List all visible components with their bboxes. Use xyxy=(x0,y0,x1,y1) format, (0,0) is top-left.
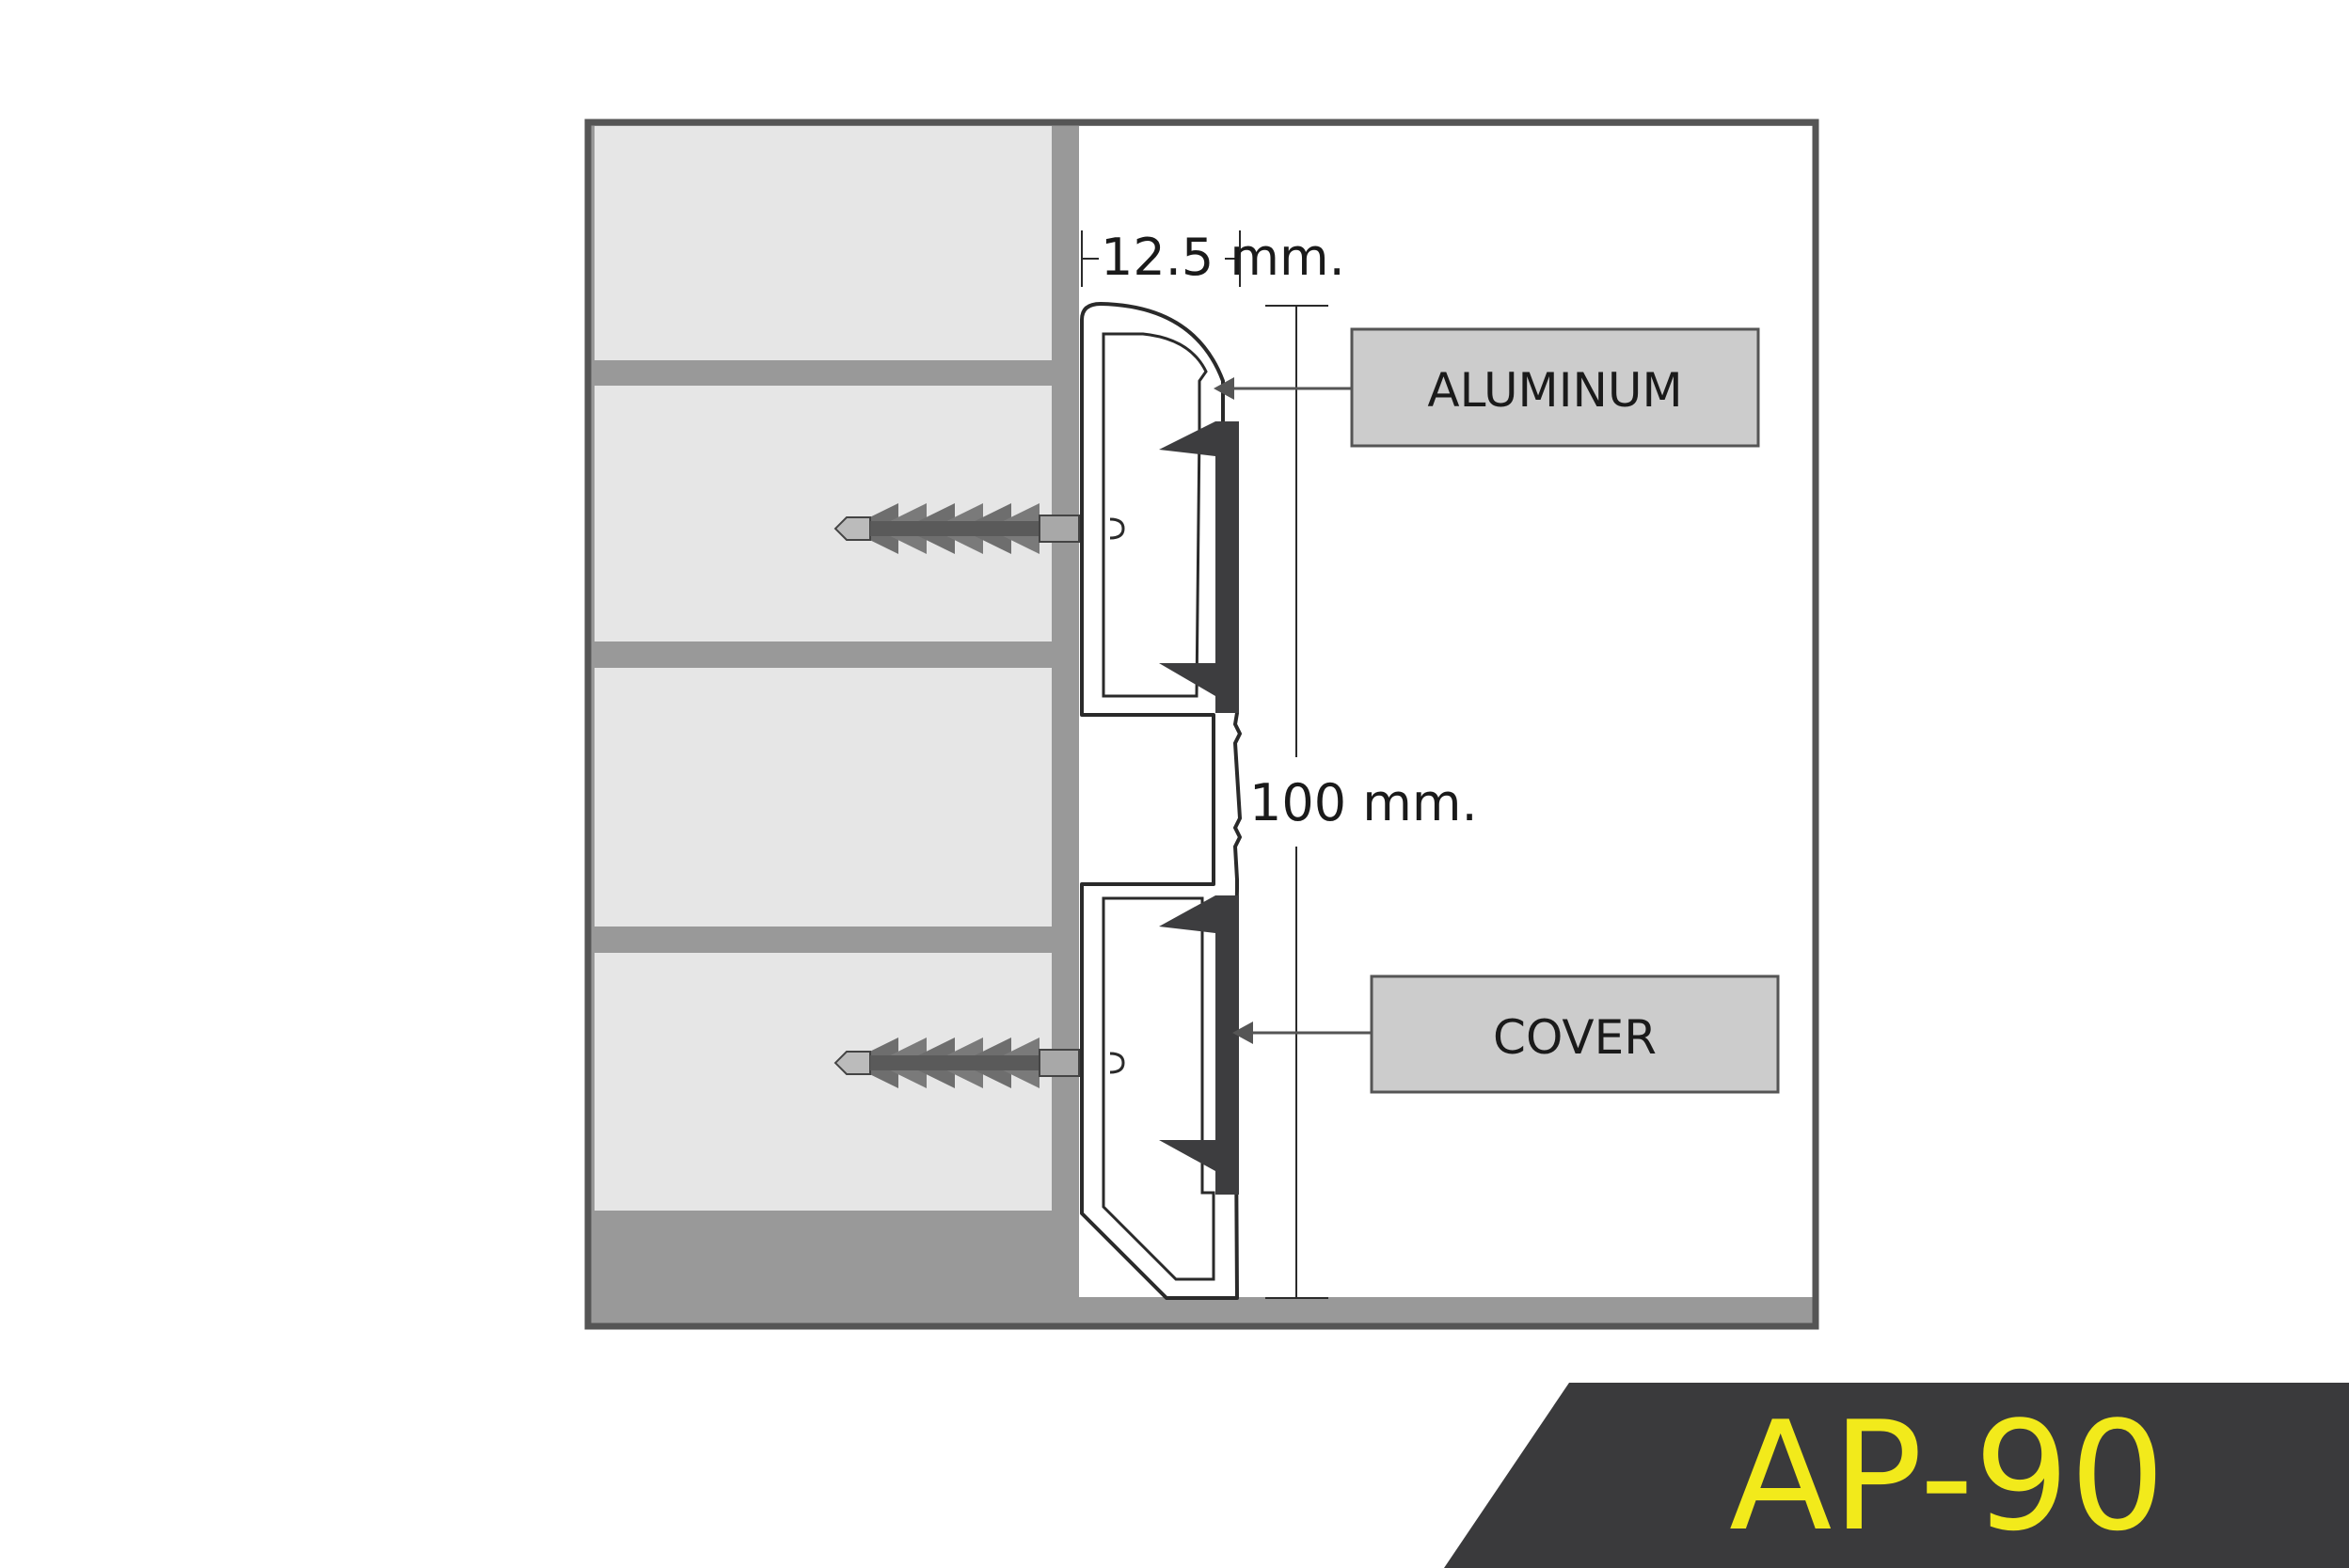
frame-border xyxy=(584,119,1819,1330)
tile-4 xyxy=(595,953,1052,1211)
wall-anchor-top xyxy=(833,503,1080,554)
callout-aluminum-label: ALUMINUM xyxy=(1427,363,1682,418)
width-dimension-label: 12.5 mm. xyxy=(1101,228,1345,287)
wall-anchor-bottom xyxy=(833,1037,1080,1088)
clip-mark-top xyxy=(1109,517,1125,540)
height-dimension xyxy=(1265,305,1328,1299)
callout-cover-label: COVER xyxy=(1493,1010,1657,1065)
cover-insert-bottom xyxy=(1159,895,1239,1195)
cover-insert-top xyxy=(1159,421,1239,713)
model-code: AP-90 xyxy=(1729,1388,2166,1564)
wall-section xyxy=(584,119,1819,1330)
tile-1 xyxy=(595,126,1052,360)
aluminum-inner-chamber-bottom xyxy=(1102,896,1215,1281)
callout-aluminum-box xyxy=(1350,327,1760,448)
clip-mark-bottom xyxy=(1109,1052,1125,1074)
height-dimension-label: 100 mm. xyxy=(1249,773,1478,832)
callout-aluminum: ALUMINUM xyxy=(1214,327,1760,448)
tile-2 xyxy=(595,386,1052,641)
model-banner xyxy=(1444,1383,2349,1568)
callout-cover-box xyxy=(1370,974,1780,1094)
callout-cover: COVER xyxy=(1232,974,1780,1094)
aluminum-inner-chamber-top xyxy=(1102,332,1208,698)
tile-3 xyxy=(595,668,1052,927)
width-dimension xyxy=(1081,230,1241,287)
